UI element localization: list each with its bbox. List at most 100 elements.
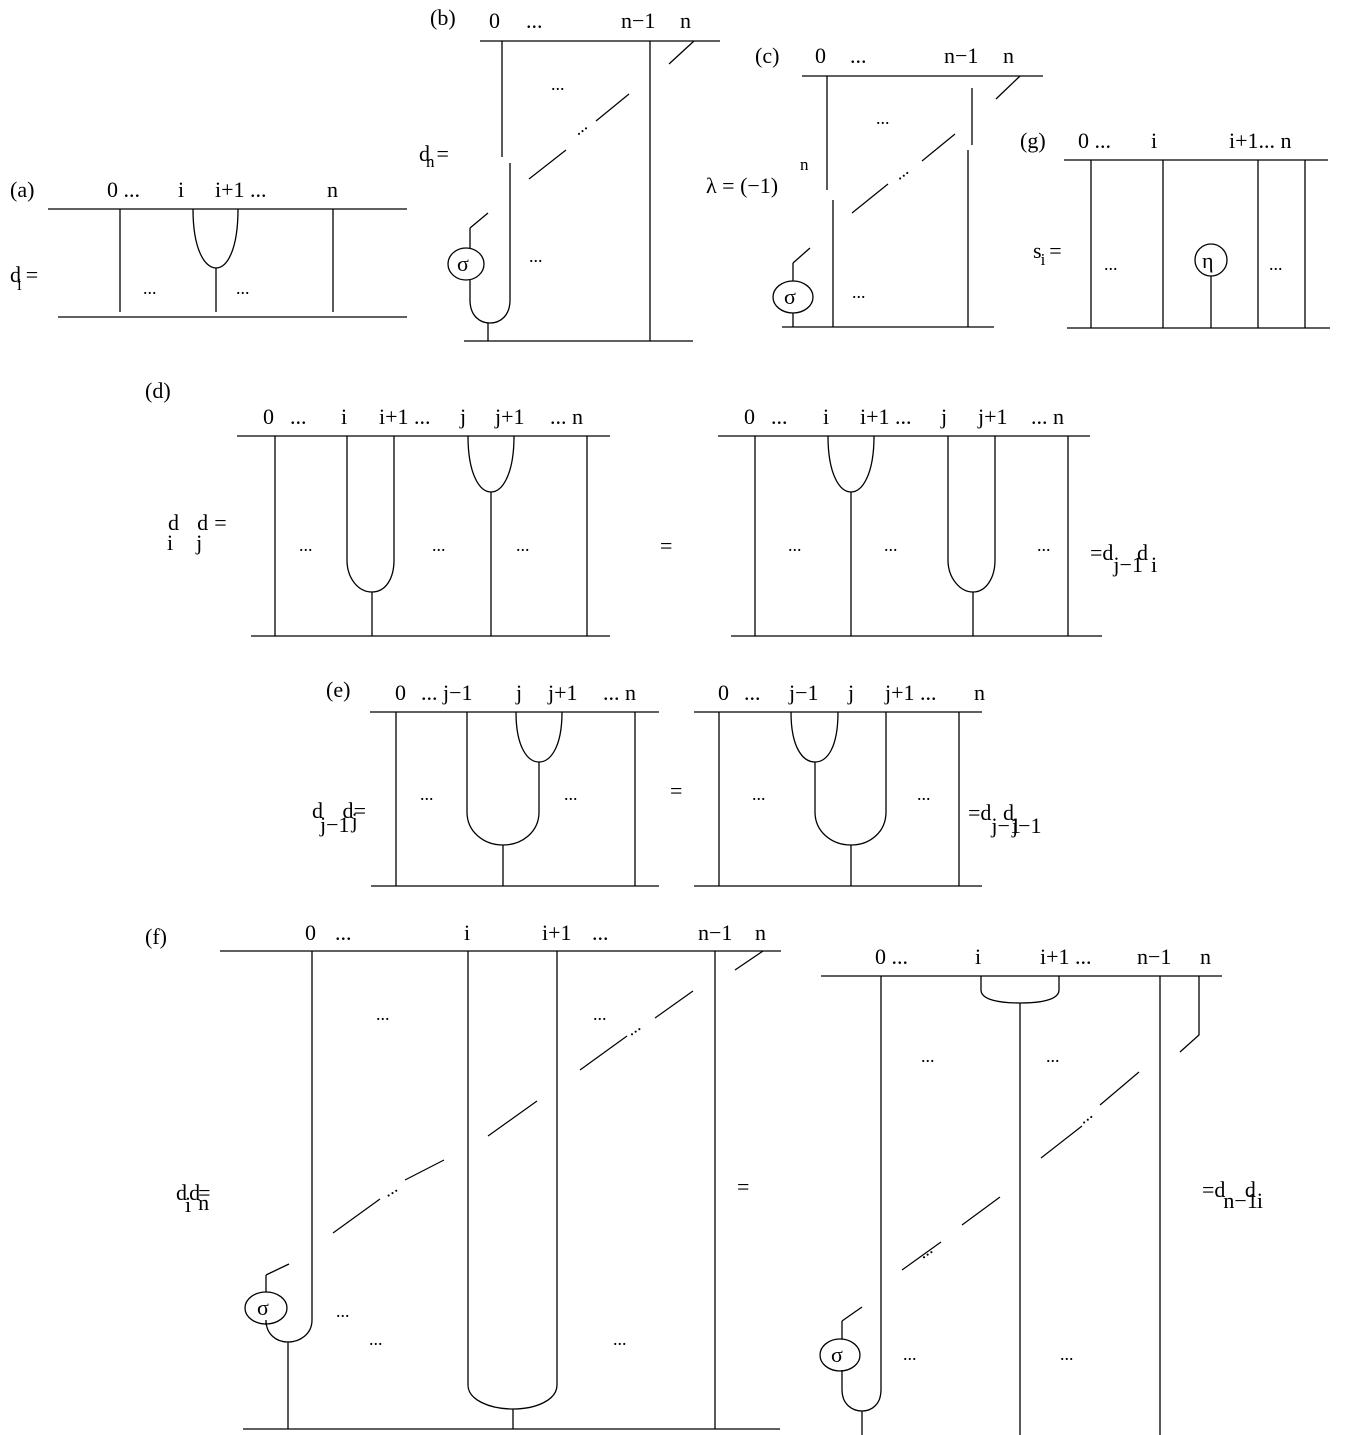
- panel-e-right-label-n: n: [974, 680, 985, 705]
- panel-f-right-diag-dots-2: ...: [1073, 1104, 1096, 1128]
- panel-e-left-dots-2: ...: [564, 784, 578, 804]
- panel-f-left-sigma-label: σ: [257, 1295, 269, 1320]
- panel-a-dots-1: ...: [143, 278, 157, 298]
- panel-f-right-label-n1: n−1: [1137, 944, 1171, 969]
- panel-f-left-dots-4: ...: [369, 1329, 383, 1349]
- panel-f-equals: =: [737, 1174, 749, 1199]
- panel-f-left-label-n: n: [755, 920, 766, 945]
- panel-f-left-dots-3: ...: [336, 1301, 350, 1321]
- panel-b-strand-n-crossing: [668, 40, 695, 65]
- panel-d-right-dots-3: ...: [1037, 535, 1051, 555]
- panel-a-label-i: i: [178, 177, 184, 202]
- panel-g-eta-label: η: [1202, 248, 1214, 273]
- panel-f-right-label-n: n: [1200, 944, 1211, 969]
- panel-g: (g) 0 ... i i+1... n η ... ... si=: [1020, 128, 1330, 329]
- panel-d-right-label-i1: i+1 ...: [860, 404, 912, 429]
- panel-b-strand-0-lower: [489, 163, 511, 324]
- panel-d-left-label-0: 0: [263, 404, 274, 429]
- panel-f-left-merge-i: [467, 951, 558, 1410]
- panel-a-lhs: di=: [10, 262, 38, 294]
- panel-d-left-merge-i: [346, 436, 395, 593]
- panel-d-right-dots-2: ...: [884, 535, 898, 555]
- panel-f-left-label-dots2: ...: [592, 920, 609, 945]
- panel-e-left-outer-merge: [466, 712, 540, 846]
- panel-c-sigma-input: [792, 247, 811, 264]
- panel-e-left-label-j: j: [515, 680, 522, 705]
- panel-f-right-dots-2: ...: [1046, 1046, 1060, 1066]
- panel-c-tag: (c): [755, 43, 779, 68]
- panel-c-label-n: n: [1003, 43, 1014, 68]
- panel-f-tag: (f): [145, 924, 167, 949]
- panel-f-right-dots-3: ...: [903, 1344, 917, 1364]
- panel-d-left-dots-2: ...: [432, 535, 446, 555]
- panel-b-label-n1: n−1: [621, 8, 655, 33]
- panel-f-left-label-dots1: ...: [335, 920, 352, 945]
- panel-f-right-dots-1: ...: [921, 1046, 935, 1066]
- panel-c-dashed-diagonal-1: [851, 183, 889, 214]
- panel-c-label-dots: ...: [850, 43, 867, 68]
- panel-e-right-inner-merge: [790, 711, 839, 763]
- panel-e-right-label-jp1: j+1 ...: [884, 680, 937, 705]
- panel-f-left-label-i1: i+1: [542, 920, 572, 945]
- panel-f-right-label-0: 0 ...: [875, 944, 908, 969]
- panel-f-right-label-i1: i+1 ...: [1040, 944, 1092, 969]
- panel-a-label-n: n: [327, 177, 338, 202]
- panel-c-dashed-diagonal-2: [921, 133, 956, 162]
- panel-g-label-i: i: [1151, 128, 1157, 153]
- panel-a-label-0: 0 ...: [107, 177, 140, 202]
- panel-f: (f) 0 ... i i+1 ... n−1 n σ ... ... ... …: [145, 920, 1263, 1435]
- panel-d-right-label-j: j: [940, 404, 947, 429]
- panel-f-left-dots-5: ...: [613, 1329, 627, 1349]
- panel-d: (d) 0 ... i i+1 ... j j+1 ... n ... ... …: [145, 378, 1157, 637]
- panel-f-right-strand-0: [841, 976, 882, 1412]
- panel-d-right-merge-j: [947, 436, 996, 593]
- panel-f-left-dashed-5: [654, 990, 694, 1019]
- panel-a-merge-cup: [192, 208, 239, 269]
- panel-e-right-label-dots: ...: [744, 680, 761, 705]
- panel-f-left-diag-dots-2: ...: [621, 1015, 644, 1039]
- panel-d-right-label-0: 0: [744, 404, 755, 429]
- panel-f-left-dashed-2: [404, 1159, 445, 1181]
- panel-b-lhs: dn=: [419, 141, 449, 171]
- panel-f-right-dashed-1: [901, 1241, 942, 1271]
- panel-c: (c) 0 ... n−1 n ... σ ... ... n λ = (−1): [706, 43, 1043, 328]
- panel-e-right-dots-2: ...: [917, 784, 931, 804]
- panel-f-lhs: didn=: [176, 1180, 211, 1217]
- panel-e-right-outer-merge: [814, 712, 887, 846]
- panel-b-dashed-diagonal-1: [528, 149, 567, 180]
- panel-b-sigma-input: [469, 212, 489, 229]
- panel-e-left-label-jp1: j+1: [547, 680, 578, 705]
- panel-d-right-merge-i: [827, 435, 875, 493]
- panel-f-rhs: =dn−1di: [1202, 1177, 1263, 1213]
- panel-d-left-merge-j: [467, 435, 515, 493]
- panel-c-strand-n-crossing: [995, 75, 1021, 100]
- panel-c-lhs-exponent: n: [800, 155, 809, 174]
- panel-e-right-label-j: j: [847, 680, 854, 705]
- panel-b-label-0: 0: [489, 8, 500, 33]
- panel-f-left-sigma-input: [265, 1263, 290, 1276]
- panel-e-equals: =: [670, 778, 682, 803]
- panel-c-diag-dots: ...: [889, 160, 912, 184]
- panel-e-right-label-j1: j−1: [788, 680, 819, 705]
- panel-f-right-dots-4: ...: [1060, 1344, 1074, 1364]
- panel-d-left-label-i1: i+1 ...: [379, 404, 431, 429]
- panel-c-dots-2: ...: [852, 282, 866, 302]
- panel-g-dots-2: ...: [1269, 254, 1283, 274]
- panel-f-left-label-i: i: [464, 920, 470, 945]
- panel-c-label-0: 0: [815, 43, 826, 68]
- panel-d-tag: (d): [145, 378, 171, 403]
- panel-f-left-diag-dots-1: ...: [379, 1177, 401, 1201]
- panel-e-left-inner-merge: [515, 711, 563, 763]
- panel-b: (b) 0 ... n−1 n ... σ ... ... dn=: [419, 5, 720, 342]
- panel-f-left-sigma-node: [244, 1291, 288, 1325]
- panel-f-right-sigma-input: [841, 1306, 863, 1322]
- panel-f-left-strand-0: [265, 951, 313, 1343]
- panel-b-tag: (b): [430, 5, 456, 30]
- panel-f-right-dashed-4: [1099, 1071, 1140, 1106]
- panel-f-right-sigma-label: σ: [831, 1342, 843, 1367]
- panel-f-left-label-n1: n−1: [698, 920, 732, 945]
